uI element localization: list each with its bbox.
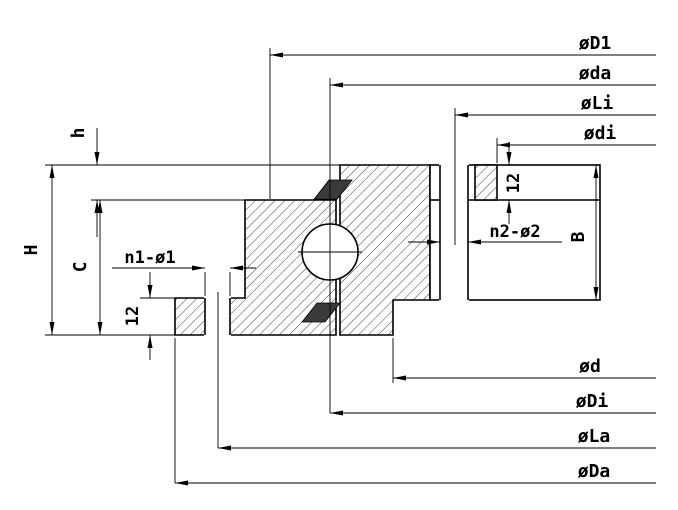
dim-label-n2-holes: n2-ø2 (489, 222, 540, 242)
upper-seal (313, 179, 353, 200)
counterbore-material-block (474, 164, 498, 201)
dim-label-di: ødi (584, 123, 617, 144)
dim-label-n1-holes: n1-ø1 (124, 248, 175, 268)
dim-label-Di: øDi (576, 391, 609, 412)
dimension-arrowheads (49, 52, 599, 486)
dimension-lines (51, 54, 656, 484)
dimension-labels: øD1 øda øLi ødi ød øDi øLa øDa n2-ø2 n1-… (21, 33, 616, 482)
dim-label-12-flange: 12 (123, 306, 143, 326)
dim-label-B: B (568, 231, 589, 242)
dim-label-Da: øDa (578, 461, 611, 482)
dim-label-d: ød (579, 356, 601, 377)
dim-label-h: h (68, 128, 89, 139)
dim-label-12-counterbore: 12 (504, 173, 524, 193)
dim-label-D1: øD1 (579, 33, 612, 54)
dim-label-C: C (70, 262, 91, 273)
dim-label-Li: øLi (581, 93, 614, 114)
part-geometry (174, 163, 601, 337)
dim-label-da: øda (579, 63, 612, 84)
lower-seal (301, 302, 341, 323)
flange-hole-void (204, 296, 231, 337)
dim-label-La: øLa (578, 426, 611, 447)
inner-hole-void (439, 163, 469, 302)
extension-lines (45, 48, 498, 483)
dim-label-H: H (21, 245, 42, 256)
